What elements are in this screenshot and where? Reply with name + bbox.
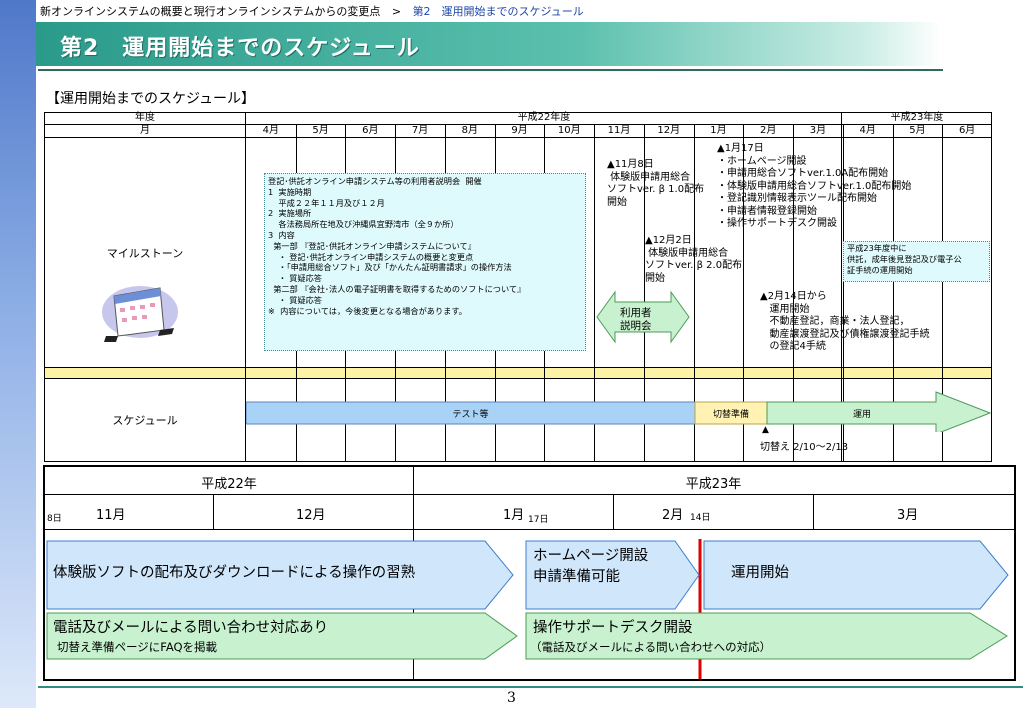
timeline-frame [43, 465, 1016, 681]
arrow-trial-version [46, 540, 514, 610]
header-month: 月 [140, 125, 150, 136]
arrow-homepage-label: ホームページ開設 申請準備可能 [533, 548, 649, 585]
arrow-go-live [703, 540, 1009, 610]
arrow-trial-version-label: 体験版ソフトの配布及びダウンロードによる操作の習熟 [53, 565, 416, 581]
schedule-bars [246, 391, 992, 432]
support-desk-title: 操作サポートデスク開設 [533, 620, 693, 636]
breadcrumb-separator: > [391, 5, 402, 18]
fy23-operation-note: 平成23年度中に 供託，成年後見登記及び電子公 証手続の運用開始 [843, 241, 990, 282]
month-header: 5月 [909, 125, 926, 136]
month-header: 9月 [511, 125, 528, 136]
breadcrumb-parent[interactable]: 新オンラインシステムの概要と現行オンラインシステムからの変更点 [40, 5, 381, 18]
milestone-nov8: ▲11月8日 体験版申請用総合 ソフトver. β 1.0配布 開始 [607, 159, 705, 208]
month-header: 3月 [809, 125, 827, 136]
timeline-month-nov: 11月 [96, 508, 126, 523]
timeline-month-feb: 2月 [662, 508, 684, 523]
milestone-dec2: ▲12月2日 体験版申請用総合 ソフトver. β 2.0配布 開始 [645, 235, 743, 284]
month-header: 4月 [262, 125, 280, 136]
title-rule [38, 69, 943, 71]
page-number: 3 [507, 690, 516, 706]
timeline-day-17: 17日 [528, 515, 549, 525]
month-header: 8月 [461, 125, 478, 136]
user-briefing-label: 利用者 説明会 [620, 307, 652, 332]
month-header: 12月 [657, 125, 681, 136]
support-desk-sub: （電話及びメールによる問い合わせへの対応） [530, 640, 772, 654]
triangle-icon: ▲ [762, 425, 769, 435]
page-title: 第2 運用開始までのスケジュール [60, 36, 420, 61]
arrow-go-live-label: 運用開始 [731, 565, 789, 581]
arrow-phone-support [46, 612, 518, 660]
switch-period-note: 切替え 2/10～2/13 [760, 442, 849, 453]
month-header: 4月 [859, 125, 876, 136]
yellow-band [44, 367, 992, 378]
header-year: 年度 [135, 112, 155, 123]
switch-label: 切替準備 [712, 410, 749, 420]
timeline-year-2010: 平成22年 [201, 477, 257, 492]
header-fy22: 平成22年度 [517, 112, 571, 123]
timeline-day-8: 8日 [47, 514, 62, 524]
timeline-month-dec: 12月 [296, 508, 326, 523]
breadcrumb: 新オンラインシステムの概要と現行オンラインシステムからの変更点 > 第2 運用開… [40, 3, 584, 19]
month-header: 10月 [557, 125, 581, 136]
month-header: 6月 [362, 125, 379, 136]
month-header: 5月 [312, 125, 329, 136]
calendar-icon [102, 286, 178, 342]
timeline-month-jan: 1月 [503, 508, 525, 523]
user-briefing-arrow [596, 290, 690, 344]
timeline-day-14: 14日 [690, 513, 711, 523]
breadcrumb-current: 第2 運用開始までのスケジュール [412, 5, 584, 18]
arrow-support-desk [525, 612, 1008, 660]
milestone-feb14: ▲2月14日から 運用開始 不動産登記，商業・法人登記， 動産譲渡登記及び債権譲… [760, 291, 930, 352]
month-header: 7月 [411, 125, 429, 136]
header-fy23: 平成23年度 [890, 112, 944, 123]
phone-support-title: 電話及びメールによる問い合わせ対応あり [53, 620, 329, 636]
test-label: テスト等 [452, 410, 489, 420]
timeline-year-2011: 平成23年 [685, 477, 742, 492]
month-header: 6月 [958, 125, 976, 136]
month-header: 1月 [710, 125, 727, 136]
operation-arrow [766, 391, 992, 432]
month-header: 2月 [760, 125, 777, 136]
timeline-month-mar: 3月 [897, 508, 919, 523]
milestone-jan17: ▲1月17日 ・ホームページ開設 ・申請用総合ソフトver.1.0A配布開始 ・… [717, 143, 912, 229]
month-header: 11月 [607, 125, 631, 136]
row-label-milestone: マイルストーン [106, 247, 184, 260]
title-banner [36, 22, 941, 66]
arrow-homepage [525, 540, 700, 610]
operation-label: 運用 [852, 410, 871, 420]
section-heading: 【運用開始までのスケジュール】 [46, 91, 256, 107]
left-accent-bar [0, 0, 36, 708]
row-label-schedule: スケジュール [112, 414, 178, 427]
timeline-lines [45, 467, 1014, 679]
briefing-session-note: 登記･供託オンライン申請システム等の利用者説明会 開催 1 実施時期 平成２２年… [264, 173, 586, 351]
footer-rule [38, 686, 1023, 688]
phone-support-sub: 切替え準備ページにFAQを掲載 [57, 640, 218, 654]
